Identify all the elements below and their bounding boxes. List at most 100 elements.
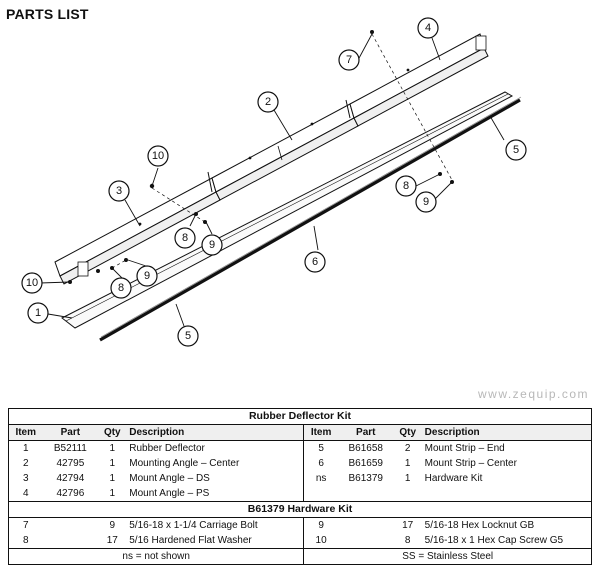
callout-label: 9 bbox=[144, 270, 150, 282]
cell-description: Rubber Deflector bbox=[126, 440, 305, 456]
callout-label: 5 bbox=[185, 330, 191, 342]
callout-3: 3 bbox=[108, 180, 130, 202]
cell-qty: 2 bbox=[404, 443, 411, 454]
cell-description: Mounting Angle – Center bbox=[126, 456, 305, 471]
cell-qty: 1 bbox=[109, 458, 116, 469]
table-row: 3 42794 1 Mount Angle – DS ns B61379 1 H… bbox=[9, 471, 592, 486]
cell-part: 42794 bbox=[56, 473, 85, 484]
watermark-text: www.zequip.com bbox=[478, 387, 590, 401]
legend-row: ns = not shown SS = Stainless Steel bbox=[8, 548, 592, 565]
callout-7: 7 bbox=[338, 49, 360, 71]
cell-part bbox=[338, 518, 394, 534]
col-description: Description bbox=[126, 424, 305, 441]
parts-table: Rubber Deflector Kit Item Part Qty Descr… bbox=[8, 408, 592, 565]
mount-angle-ds-drawing bbox=[54, 171, 221, 285]
note-not-shown: ns = not shown bbox=[8, 548, 305, 565]
callout-10: 10 bbox=[147, 145, 169, 167]
cell-part bbox=[42, 518, 98, 534]
cell-description: Mount Strip – End bbox=[424, 443, 505, 454]
cell-item: 6 bbox=[318, 458, 324, 469]
cell-item: 5 bbox=[318, 443, 324, 454]
table-row: 4 42796 1 Mount Angle – PS bbox=[9, 486, 592, 502]
cell-description: Mount Strip – Center bbox=[424, 458, 517, 469]
callout-label: 10 bbox=[26, 277, 38, 289]
leader-lines bbox=[39, 33, 505, 327]
cell-item: 4 bbox=[22, 488, 29, 499]
cell-description: 5/16-18 x 1-1/4 Carriage Bolt bbox=[126, 517, 305, 533]
col-part: Part bbox=[337, 424, 394, 441]
callout-9: 9 bbox=[415, 191, 437, 213]
cell-part: B61659 bbox=[348, 458, 383, 469]
cell-qty: 17 bbox=[402, 520, 414, 531]
cell-description: Mount Angle – DS bbox=[126, 471, 305, 486]
column-header-row: Item Part Qty Description Item Part Qty … bbox=[8, 424, 592, 441]
cell-qty: 1 bbox=[109, 443, 116, 454]
exploded-parts-diagram: 7 4 2 10 3 5 8 9 6 8 9 10 8 9 1 5 bbox=[21, 17, 527, 347]
callout-label: 5 bbox=[513, 144, 519, 156]
cell-part: B61379 bbox=[348, 473, 383, 484]
col-item: Item bbox=[8, 424, 43, 441]
page-title: PARTS LIST bbox=[6, 6, 89, 22]
rubber-kit-title: Rubber Deflector Kit bbox=[8, 408, 592, 425]
callout-label: 1 bbox=[35, 307, 41, 319]
cell-qty: 1 bbox=[109, 488, 116, 499]
callout-9: 9 bbox=[201, 234, 223, 256]
callout-label: 6 bbox=[312, 256, 318, 268]
cell-qty: 17 bbox=[106, 535, 118, 546]
cell-item: ns bbox=[315, 473, 327, 484]
table-row: 1 B52111 1 Rubber Deflector 5 B61658 2 M… bbox=[9, 440, 592, 456]
callout-label: 8 bbox=[403, 180, 409, 192]
hardware-kit-header: B61379 Hardware Kit bbox=[8, 501, 592, 518]
col-qty: Qty bbox=[393, 424, 422, 441]
callout-5: 5 bbox=[505, 139, 527, 161]
cell-item: 10 bbox=[315, 535, 327, 546]
callout-8: 8 bbox=[395, 175, 417, 197]
cell-part: 42796 bbox=[56, 488, 85, 499]
col-description: Description bbox=[421, 424, 592, 441]
cell-item bbox=[304, 486, 338, 502]
callout-label: 9 bbox=[423, 196, 429, 208]
cell-part bbox=[42, 533, 98, 549]
cell-qty: 1 bbox=[404, 473, 411, 484]
callout-label: 8 bbox=[182, 232, 188, 244]
cell-description: 5/16-18 Hex Locknut GB bbox=[424, 520, 535, 531]
cell-item: 1 bbox=[22, 443, 29, 454]
rubber-kit-header: Rubber Deflector Kit bbox=[8, 408, 592, 425]
cell-item: 7 bbox=[22, 520, 29, 531]
cell-part bbox=[338, 533, 394, 549]
cell-description bbox=[422, 486, 592, 502]
cell-qty: 1 bbox=[109, 473, 116, 484]
callout-8: 8 bbox=[110, 277, 132, 299]
col-qty: Qty bbox=[98, 424, 127, 441]
callout-6: 6 bbox=[304, 251, 326, 273]
mount-angle-ps-drawing bbox=[349, 33, 489, 127]
hardware-kit-title: B61379 Hardware Kit bbox=[8, 501, 592, 518]
cell-description: Mount Angle – PS bbox=[126, 486, 305, 502]
callout-label: 8 bbox=[118, 282, 124, 294]
cell-qty: 1 bbox=[404, 458, 411, 469]
cell-item: 2 bbox=[22, 458, 29, 469]
callout-9: 9 bbox=[136, 265, 158, 287]
col-item: Item bbox=[303, 424, 338, 441]
callout-label: 4 bbox=[425, 22, 431, 34]
cell-qty bbox=[394, 486, 422, 502]
table-row: 7 9 5/16-18 x 1-1/4 Carriage Bolt 9 17 5… bbox=[9, 517, 592, 534]
col-part: Part bbox=[42, 424, 99, 441]
cell-item: 3 bbox=[22, 473, 29, 484]
assembly-guide-lines bbox=[111, 33, 453, 269]
cell-description: 5/16-18 x 1 Hex Cap Screw G5 bbox=[424, 535, 564, 546]
callout-label: 10 bbox=[152, 150, 164, 162]
callout-label: 2 bbox=[265, 96, 271, 108]
callout-4: 4 bbox=[417, 17, 439, 39]
cell-item: 9 bbox=[318, 520, 324, 531]
cell-part: B61658 bbox=[348, 443, 383, 454]
callout-label: 3 bbox=[116, 185, 122, 197]
callout-8: 8 bbox=[174, 227, 196, 249]
cell-item: 8 bbox=[22, 535, 29, 546]
callout-label: 9 bbox=[209, 239, 215, 251]
mount-strip-drawing bbox=[99, 96, 522, 342]
callout-label: 7 bbox=[346, 54, 352, 66]
callout-10: 10 bbox=[21, 272, 43, 294]
callout-1: 1 bbox=[27, 302, 49, 324]
callout-2: 2 bbox=[257, 91, 279, 113]
